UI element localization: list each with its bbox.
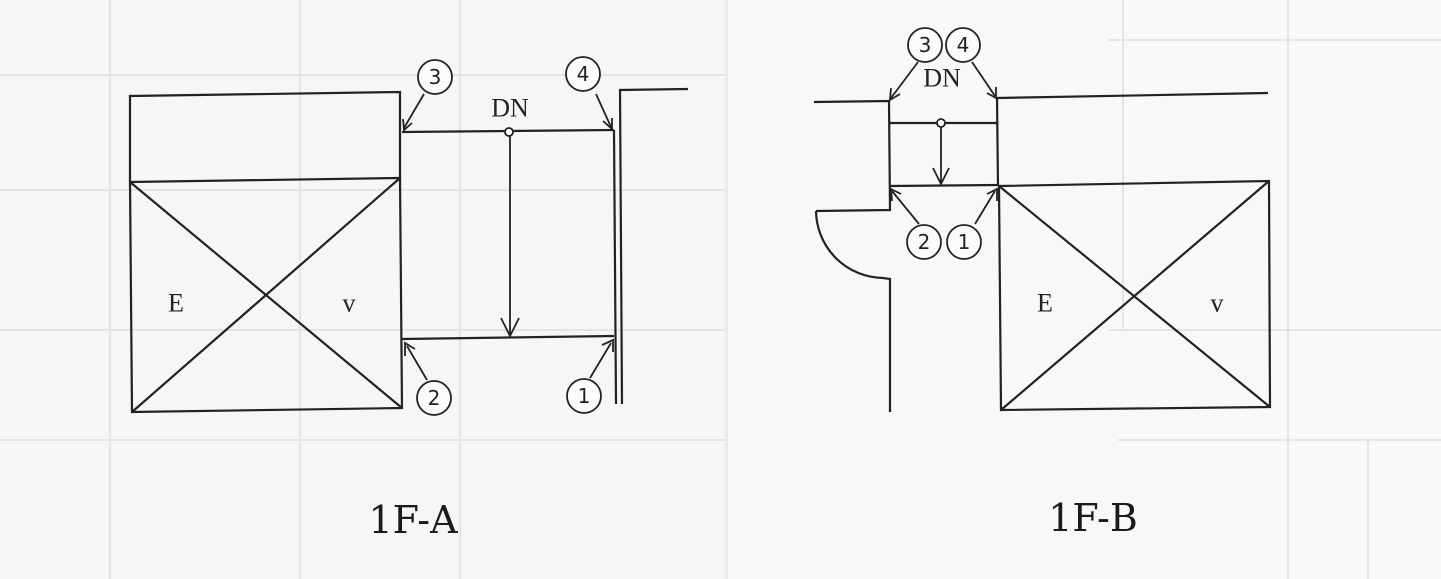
stair-bottom-line: [401, 334, 615, 341]
arrow-start-dot: [504, 127, 514, 137]
dn-label: DN: [491, 94, 529, 123]
dn-arrow-head: [932, 167, 950, 187]
dn-label: DN: [923, 64, 961, 93]
svg-text:2: 2: [428, 386, 441, 410]
panel-1f-b: DN E v 3 4: [728, 0, 1441, 579]
elevator-letter-v: v: [1211, 289, 1224, 318]
callout-2: 2: [404, 341, 452, 416]
elevator-letter-v: v: [343, 289, 356, 318]
callout-4: 4: [945, 27, 997, 100]
callout-3: 3: [402, 59, 453, 132]
elevator-cross-2: [131, 177, 401, 413]
svg-text:4: 4: [577, 62, 590, 86]
svg-text:1: 1: [578, 384, 591, 408]
panel-b-drawing: DN E v 3 4: [813, 0, 1441, 579]
svg-text:1: 1: [958, 230, 971, 254]
callout-1: 1: [566, 338, 614, 414]
door-swing-arc: [814, 210, 884, 280]
elevator-letter-e: E: [1037, 289, 1053, 318]
left-lower-wall: [882, 276, 892, 412]
svg-text:4: 4: [957, 33, 970, 57]
elevator-upper-box: [128, 90, 402, 182]
arrow-start-dot: [936, 118, 946, 128]
elevator-cross-2: [1000, 180, 1270, 411]
background-ghost-grid: [0, 0, 728, 579]
outer-wall: [618, 87, 689, 405]
svg-text:3: 3: [429, 65, 442, 89]
callout-1: 1: [946, 187, 998, 260]
callout-2: 2: [889, 187, 942, 260]
dn-arrow-head: [500, 317, 520, 339]
svg-text:2: 2: [918, 230, 931, 254]
stair-right-wall: [995, 97, 1000, 187]
panel-a-drawing: E v DN 3: [0, 0, 728, 579]
panel-a-title: 1F-A: [368, 498, 458, 542]
panel-b-title: 1F-B: [1048, 496, 1138, 540]
left-top-wall: [813, 99, 892, 213]
background-ghost-grid: [1108, 0, 1441, 579]
right-top-wall: [996, 91, 1269, 100]
stair-bottom-line: [889, 183, 999, 188]
svg-text:3: 3: [919, 33, 932, 57]
callout-3: 3: [888, 27, 943, 102]
elevator-letter-e: E: [168, 289, 184, 318]
callout-4: 4: [565, 56, 613, 132]
panel-1f-a: E v DN 3: [0, 0, 728, 579]
panel-divider: [725, 0, 730, 579]
inner-wall: [612, 129, 618, 405]
